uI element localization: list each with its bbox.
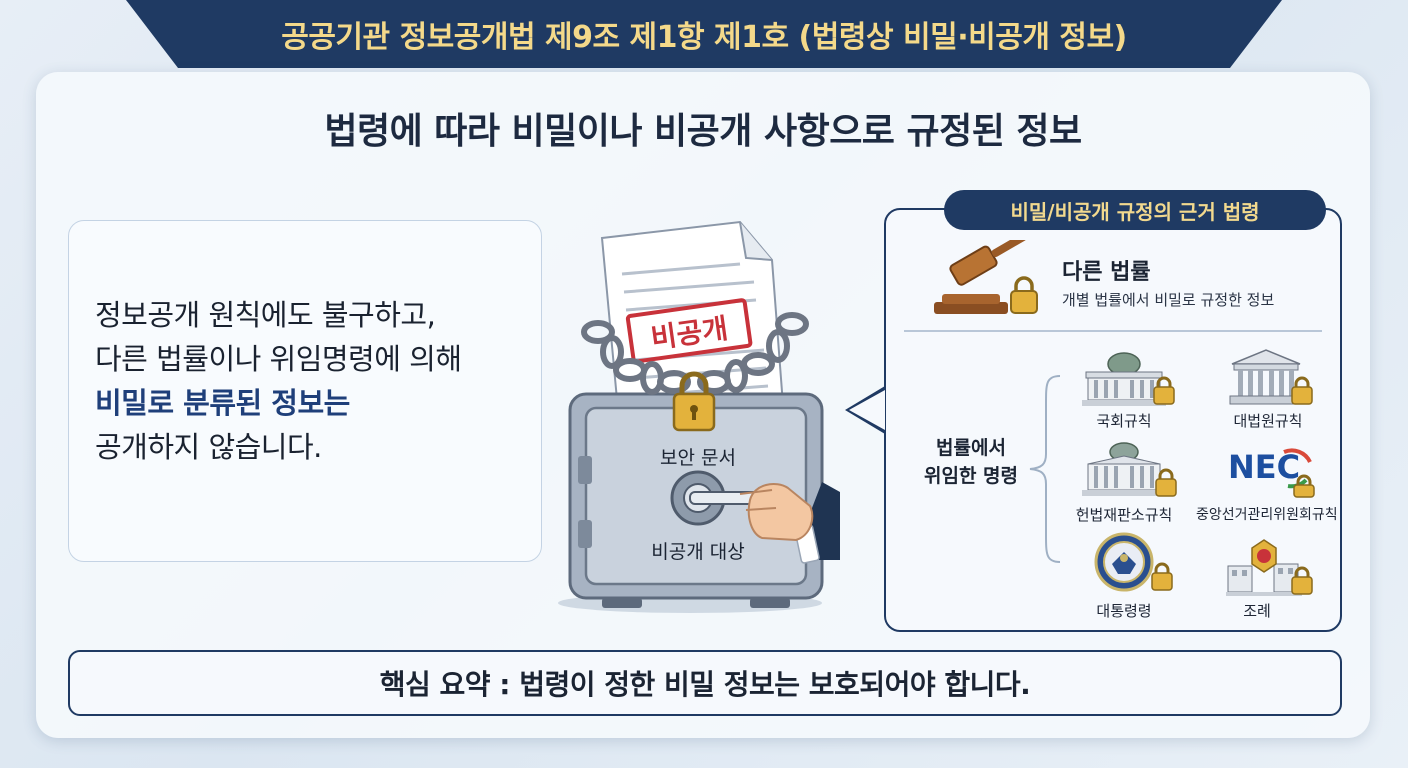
institution-label-2: 대법원규칙 [1233,412,1303,430]
safe-top-label: 보안 문서 [660,447,736,469]
supreme-court-icon [1229,349,1313,405]
explanation-line-highlight: 비밀로 분류된 정보는 [95,386,350,420]
institution-label-3: 헌법재판소규칙 [1075,506,1173,524]
nec-logo-text: NEC [1228,448,1300,486]
gavel-icon [934,240,1038,314]
other-law-desc: 개별 법률에서 비밀로 규정한 정보 [1062,291,1275,309]
safe-illustration: 비공개 보안 문서 비공개 대상 [558,220,840,613]
presidential-seal-icon [1094,532,1173,592]
legal-basis-title: 비밀/비공개 규정의 근거 법령 [1010,199,1260,224]
institution-label-1: 국회규칙 [1096,412,1152,430]
page-title: 공공기관 정보공개법 제9조 제1항 제1호 (법령상 비밀·비공개 정보) [281,20,1127,55]
summary-text: 핵심 요약 : 법령이 정한 비밀 정보는 보호되어야 합니다. [379,668,1031,701]
delegated-label-line-2: 위임한 명령 [923,465,1018,487]
other-law-title: 다른 법률 [1062,260,1151,285]
delegated-orders-label: 법률에서 위임한 명령 [896,434,1046,490]
chain-icon [581,312,809,395]
safe-bottom-label: 비공개 대상 [651,541,744,563]
brace-icon [1029,375,1061,563]
hand-icon [739,482,840,564]
explanation-line-4: 공개하지 않습니다. [95,430,322,464]
callout-pointer-inner [849,390,885,430]
explanation-line-1: 정보공개 원칙에도 불구하고, [95,298,436,332]
explanation-box: 정보공개 원칙에도 불구하고, 다른 법률이나 위임명령에 의해 비밀로 분류된… [68,220,542,562]
nec-logo-icon: NEC [1228,448,1315,498]
padlock-icon [672,371,716,432]
gavel-lock-icon [1010,276,1038,314]
delegated-label-line-1: 법률에서 [936,437,1006,459]
constitutional-court-icon [1082,442,1177,497]
panel-divider [904,330,1322,332]
institution-label-5: 대통령령 [1096,602,1152,620]
parliament-icon [1082,352,1175,406]
explanation-line-2: 다른 법률이나 위임명령에 의해 [95,342,462,376]
institution-label-4: 중앙선거관리위원회규칙 [1196,507,1338,523]
institution-label-6: 조례 [1243,602,1271,620]
legal-basis-header: 비밀/비공개 규정의 근거 법령 [944,190,1326,230]
summary-box: 핵심 요약 : 법령이 정한 비밀 정보는 보호되어야 합니다. [68,650,1342,716]
local-government-icon [1226,539,1313,596]
headline: 법령에 따라 비밀이나 비공개 사항으로 규정된 정보 [324,111,1082,152]
title-banner: 공공기관 정보공개법 제9조 제1항 제1호 (법령상 비밀·비공개 정보) [126,0,1282,68]
